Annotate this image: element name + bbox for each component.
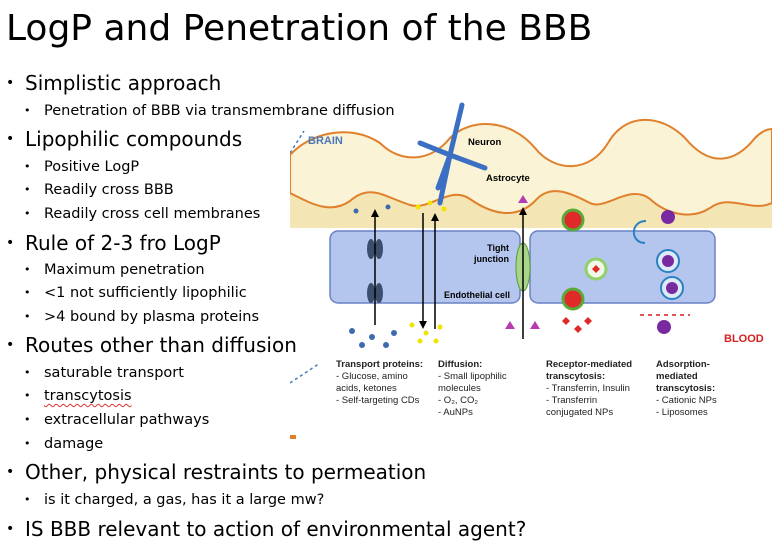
glucose-dots (349, 204, 397, 348)
spellcheck-word: transcytosis (44, 388, 132, 404)
neuron-label: Neuron (468, 137, 502, 148)
caption-diffusion: Diffusion: - Small lipophilic molecules … (438, 359, 507, 418)
caption-transport-proteins: Transport proteins: - Glucose, amino aci… (336, 359, 424, 406)
blood-label: BLOOD (724, 333, 764, 345)
slide-title: LogP and Penetration of the BBB (6, 8, 593, 49)
paracellular-molecules (505, 195, 540, 329)
adsorption-vesicles (632, 210, 684, 334)
astrocyte-label: Astrocyte (486, 173, 530, 184)
neuron-shape (417, 102, 488, 206)
caption-adsorption-mediated: Adsorption- mediated transcytosis: - Cat… (656, 359, 717, 418)
bbb-diagram-art (290, 102, 772, 439)
endothelial-label: Endothelial cell (444, 290, 511, 300)
tight-junction-label: Tight junction (474, 243, 509, 264)
dashed-line (290, 130, 305, 154)
caption-receptor-mediated: Receptor-mediated transcytosis: - Transf… (546, 359, 633, 418)
small-molecules (409, 200, 447, 344)
receptor-vesicles (561, 208, 608, 333)
endothelial-cell-right (529, 230, 716, 304)
bbb-diagram: BRAIN BLOOD Neuron Astrocyte Tight junct… (290, 93, 772, 450)
transport-protein (367, 239, 383, 303)
brain-label: BRAIN (308, 135, 343, 147)
